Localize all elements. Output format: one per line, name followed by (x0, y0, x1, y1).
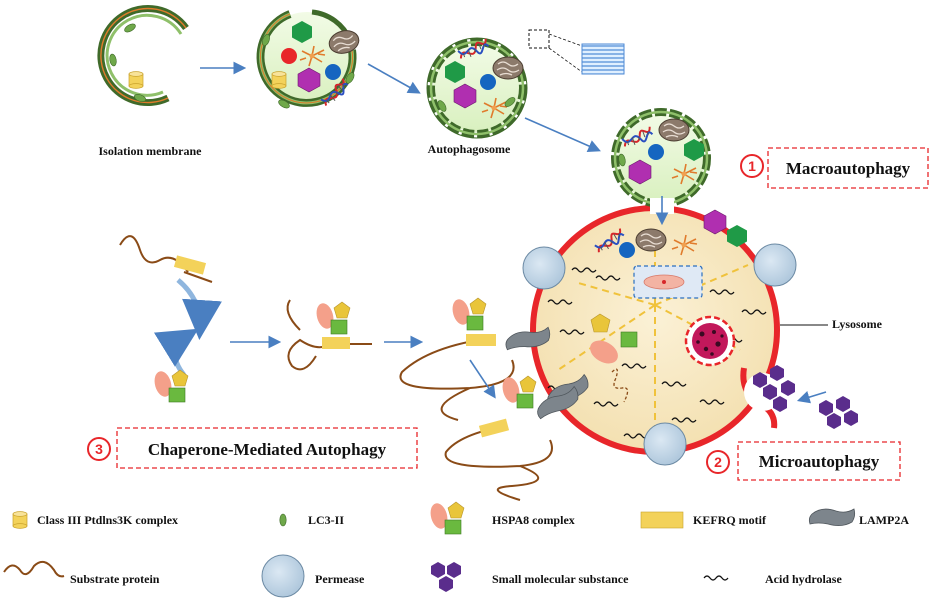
legend: Class III Ptdlns3K complex LC3-II HSPA8 … (3, 501, 909, 598)
legend-kefrq-label: KEFRQ motif (693, 513, 767, 527)
legend-hspa8-label: HSPA8 complex (492, 513, 575, 527)
autophagosome (426, 29, 625, 139)
isolation-membrane (97, 5, 189, 106)
micro-number: 2 (714, 454, 722, 470)
cma-callout: 3 Chaperone-Mediated Autophagy (87, 427, 418, 469)
macro-number: 1 (748, 158, 756, 174)
legend-acid-hydrolase-label: Acid hydrolase (765, 572, 842, 586)
legend-lc3-label: LC3-II (308, 513, 344, 527)
microautophagy-callout: 2 Microautophagy (706, 441, 901, 481)
macroautophagy-title: Macroautophagy (786, 159, 911, 178)
small-molecules (753, 365, 858, 429)
isolation-membrane-label: Isolation membrane (99, 144, 203, 158)
legend-substrate-label: Substrate protein (70, 572, 160, 586)
legend-permease-label: Permease (315, 572, 365, 586)
cma-number: 3 (95, 441, 103, 457)
autophagosome-docking (611, 108, 711, 226)
lysosome-label: Lysosome (832, 317, 883, 331)
legend-small-molecule-label: Small molecular substance (492, 572, 629, 586)
macroautophagy-callout: 1 Macroautophagy (740, 147, 929, 189)
phagophore (256, 9, 362, 111)
cma-title: Chaperone-Mediated Autophagy (148, 440, 387, 459)
microautophagy-title: Microautophagy (759, 452, 880, 471)
lysosome (522, 205, 797, 466)
autophagosome-label: Autophagosome (428, 142, 511, 156)
cma-pathway (119, 235, 593, 501)
legend-lamp2a-label: LAMP2A (859, 513, 909, 527)
legend-class3-label: Class III Ptdlns3K complex (37, 513, 178, 527)
